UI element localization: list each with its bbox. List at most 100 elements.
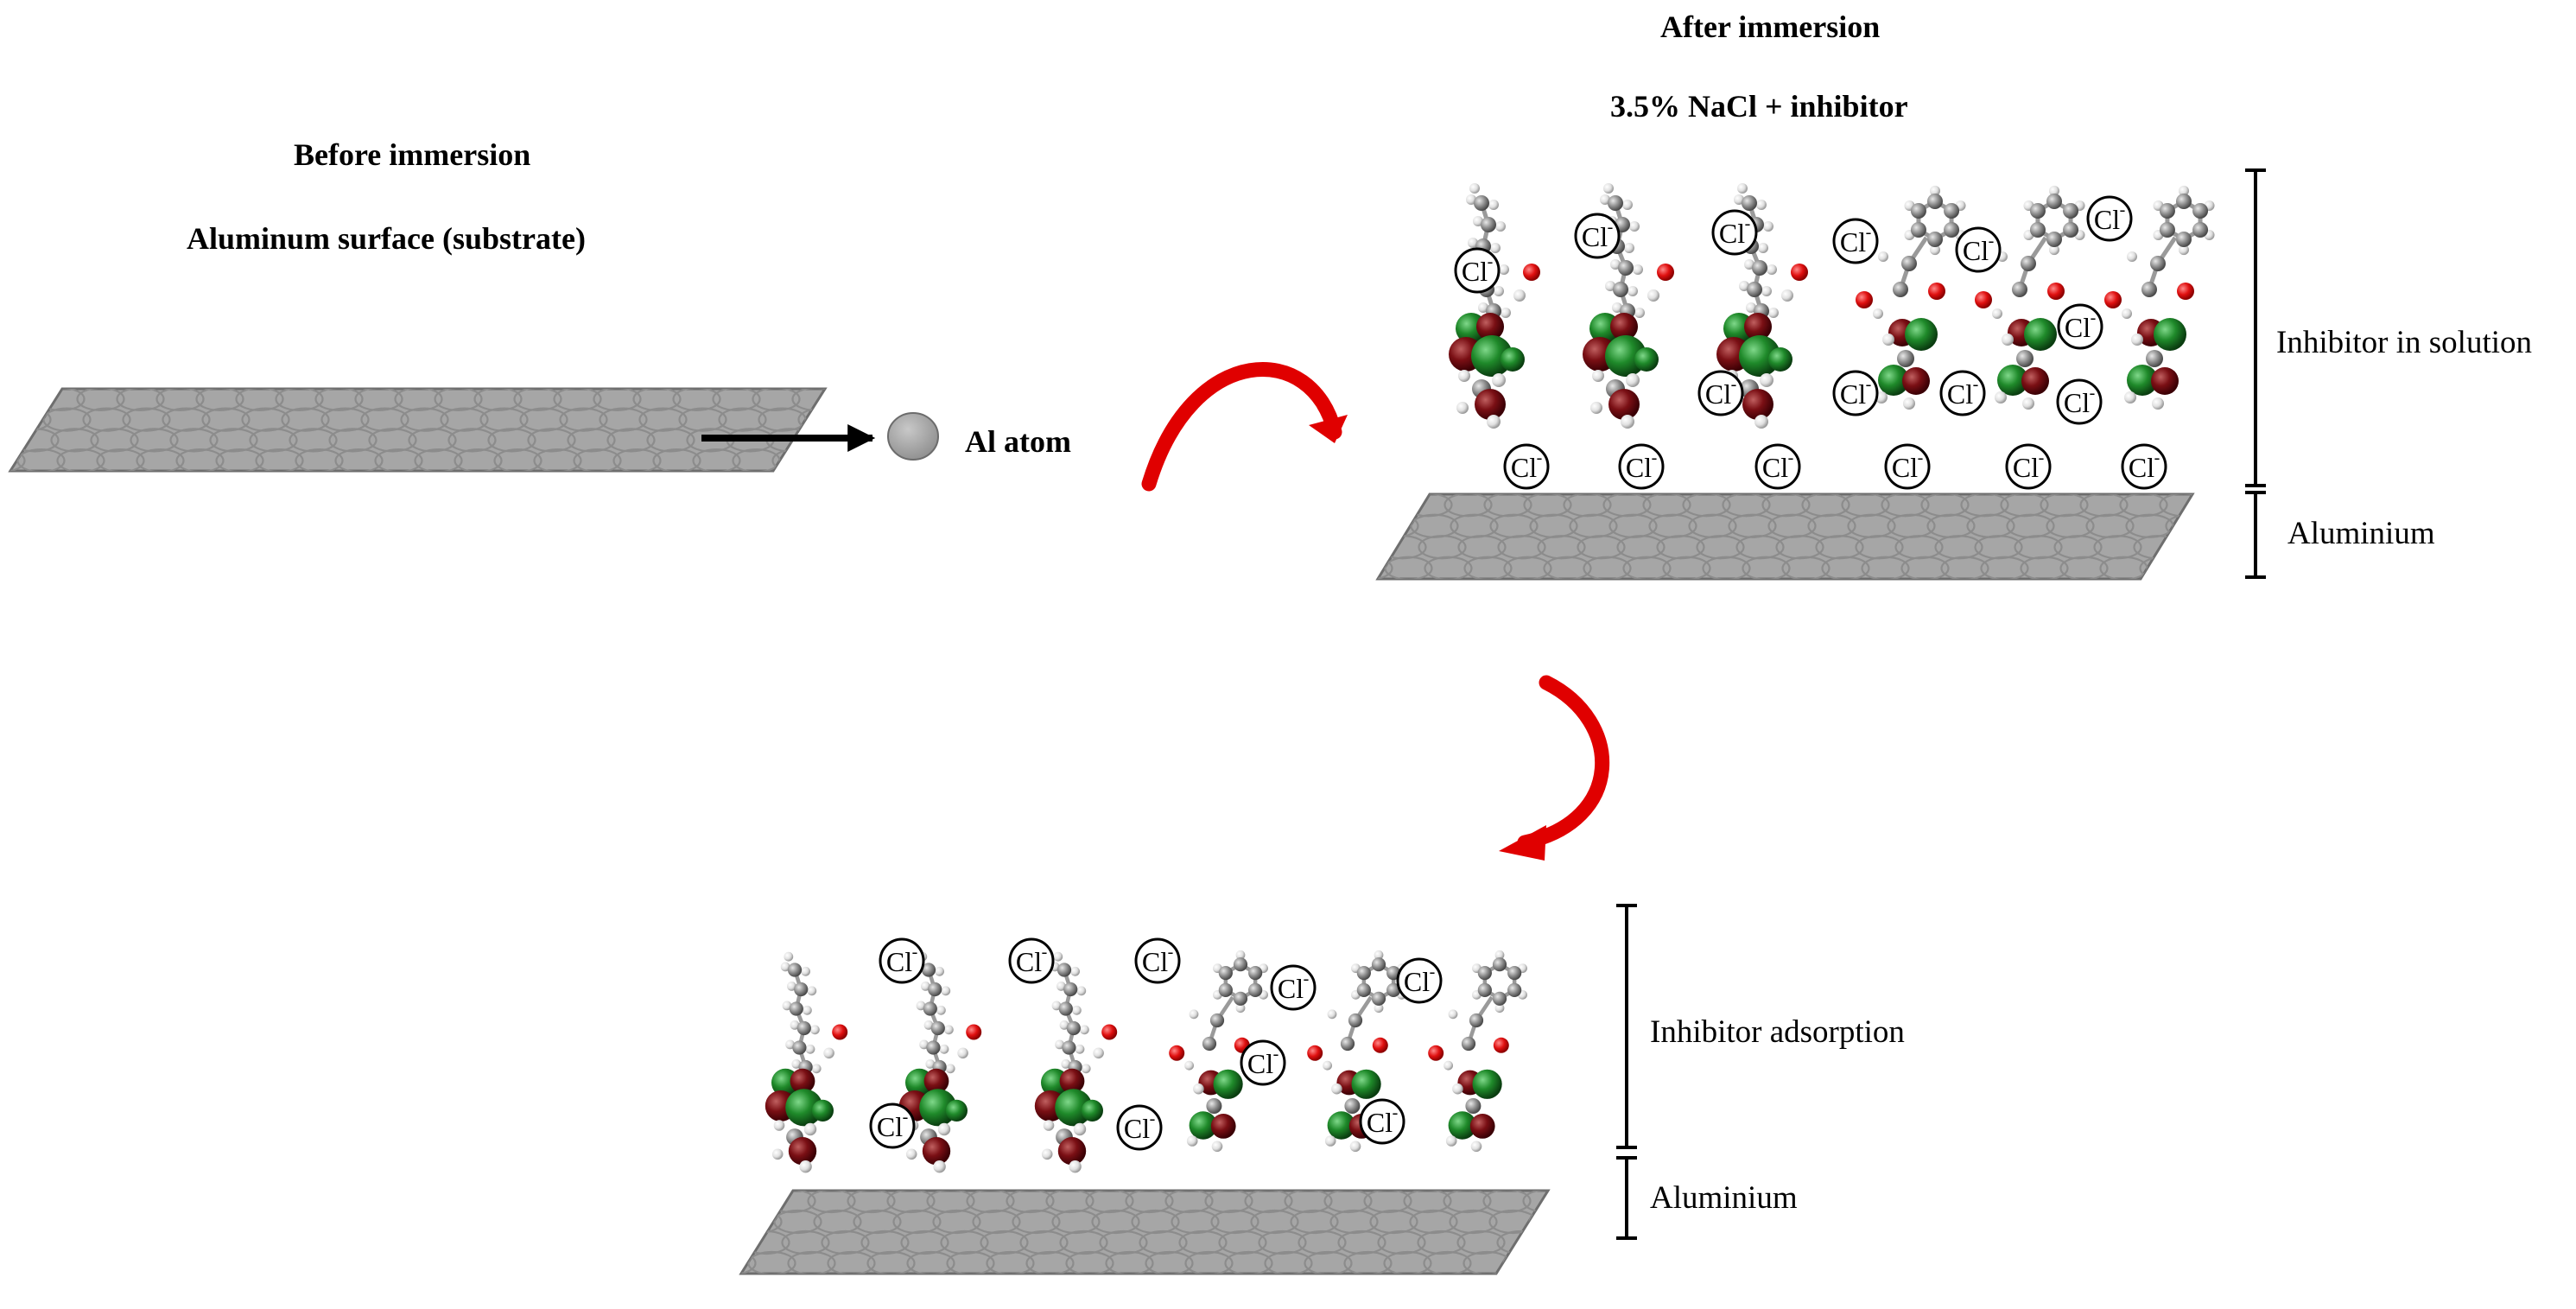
svg-text:Cl: Cl — [1124, 1113, 1150, 1144]
svg-text:Cl: Cl — [2094, 204, 2120, 235]
svg-text:Cl: Cl — [1840, 226, 1866, 257]
svg-text:-: - — [1973, 375, 1979, 394]
svg-text:Cl: Cl — [877, 1111, 903, 1142]
svg-text:-: - — [1989, 232, 1995, 251]
svg-text:-: - — [1731, 375, 1737, 394]
chloride-ion-top-6: Cl- — [2086, 195, 2133, 242]
chloride-ion-bottom-18: Cl- — [879, 937, 925, 984]
al-atom — [887, 412, 939, 461]
svg-text:-: - — [2091, 308, 2097, 327]
svg-text:Cl: Cl — [1582, 221, 1608, 252]
svg-text:-: - — [1430, 963, 1436, 982]
inhibitor-molecule-bottom-b3 — [1428, 950, 1527, 1153]
svg-text:-: - — [1304, 969, 1310, 988]
svg-text:Cl: Cl — [1511, 452, 1537, 483]
process-arrow-1 — [1141, 362, 1348, 492]
nacl-inhibitor-subheading: 3.5% NaCl + inhibitor — [1610, 89, 1908, 124]
chloride-ion-bottom-25: Cl- — [1116, 1104, 1163, 1151]
chloride-ion-bottom-26: Cl- — [1359, 1098, 1405, 1145]
svg-text:-: - — [1866, 223, 1872, 242]
inhibitor-molecule-top-a2 — [1583, 183, 1674, 429]
svg-text:-: - — [2090, 384, 2096, 403]
svg-text:Cl: Cl — [1016, 946, 1042, 977]
aluminium-bottom-label: Aluminium — [1650, 1180, 1798, 1216]
inhibitor-molecule-bottom-a3 — [1034, 951, 1118, 1173]
svg-text:Cl: Cl — [1705, 378, 1731, 410]
svg-text:-: - — [1042, 943, 1048, 962]
inhibitor-molecule-top-b1 — [1856, 185, 1966, 410]
svg-text:-: - — [903, 1108, 909, 1127]
al-atom-label: Al atom — [965, 424, 1071, 459]
chloride-ion-top-9: Cl- — [1832, 370, 1879, 416]
chloride-ion-bottom-20: Cl- — [1134, 937, 1181, 984]
bracket-inhibitor-in-solution — [2245, 168, 2266, 487]
inhibitor-molecule-top-b3 — [2104, 185, 2215, 410]
svg-text:Cl: Cl — [1762, 452, 1788, 483]
chloride-ion-top-7: Cl- — [2057, 303, 2103, 350]
inhibitor-in-solution-label: Inhibitor in solution — [2276, 325, 2532, 360]
chloride-ion-top-17: Cl- — [2121, 443, 2167, 490]
aluminium-surface-after-immersion — [1375, 492, 2195, 581]
bracket-inhibitor-adsorption — [1616, 904, 1637, 1149]
chloride-ion-top-14: Cl- — [1754, 443, 1801, 490]
svg-text:-: - — [1866, 375, 1872, 394]
svg-text:-: - — [1150, 1109, 1156, 1128]
aluminium-surface-adsorbed — [739, 1189, 1551, 1275]
chloride-ion-top-5: Cl- — [1955, 226, 2002, 273]
svg-text:-: - — [1273, 1045, 1279, 1064]
svg-text:-: - — [912, 943, 918, 962]
chloride-ion-bottom-22: Cl- — [1396, 957, 1443, 1004]
inhibitor-molecule-top-b2 — [1975, 185, 2085, 410]
bracket-aluminium-bottom — [1616, 1156, 1637, 1240]
svg-text:Cl: Cl — [1719, 218, 1745, 249]
inhibitor-molecule-bottom-a2 — [898, 951, 982, 1173]
svg-text:-: - — [1168, 943, 1174, 962]
chloride-ion-top-13: Cl- — [1618, 443, 1665, 490]
chloride-ion-top-8: Cl- — [1697, 370, 1744, 416]
svg-text:Cl: Cl — [1963, 235, 1989, 266]
svg-text:-: - — [1488, 252, 1494, 271]
svg-text:Cl: Cl — [1142, 946, 1168, 977]
inhibitor-molecule-bottom-b2 — [1307, 950, 1406, 1153]
svg-text:Cl: Cl — [2013, 452, 2039, 483]
svg-text:Cl: Cl — [2065, 312, 2091, 343]
aluminum-surface-substrate — [8, 387, 828, 473]
chloride-ion-top-15: Cl- — [1884, 443, 1931, 490]
chloride-ion-top-16: Cl- — [2005, 443, 2052, 490]
svg-text:Cl: Cl — [1840, 378, 1866, 410]
svg-text:-: - — [1393, 1103, 1399, 1122]
svg-text:Cl: Cl — [1626, 452, 1652, 483]
aluminium-top-label: Aluminium — [2287, 516, 2435, 551]
svg-text:Cl: Cl — [1367, 1107, 1393, 1138]
chloride-ions-layer: Cl-Cl-Cl-Cl-Cl-Cl-Cl-Cl-Cl-Cl-Cl-Cl-Cl-C… — [869, 195, 2167, 1151]
chloride-ion-bottom-19: Cl- — [1008, 937, 1055, 984]
chloride-ion-top-12: Cl- — [1503, 443, 1550, 490]
chloride-ion-top-11: Cl- — [2056, 378, 2103, 425]
inhibitor-molecule-bottom-b1 — [1169, 950, 1268, 1153]
svg-text:Cl: Cl — [1404, 966, 1430, 997]
svg-text:-: - — [1918, 448, 1924, 467]
svg-text:-: - — [1745, 214, 1751, 233]
chloride-ion-bottom-24: Cl- — [869, 1102, 916, 1149]
svg-text:Cl: Cl — [1947, 378, 1973, 410]
svg-text:Cl: Cl — [1278, 973, 1304, 1004]
svg-text:-: - — [1608, 218, 1614, 237]
chloride-ion-top-1: Cl- — [1454, 247, 1501, 294]
bracket-aluminium-top — [2245, 491, 2266, 579]
svg-text:-: - — [1537, 448, 1543, 467]
svg-text:-: - — [2154, 448, 2160, 467]
svg-text:Cl: Cl — [1892, 452, 1918, 483]
chloride-ion-top-3: Cl- — [1711, 209, 1758, 256]
chloride-ion-bottom-23: Cl- — [1240, 1039, 1286, 1086]
process-arrow-2 — [1499, 675, 1610, 861]
inhibitor-molecule-top-a1 — [1449, 183, 1540, 429]
svg-text:Cl: Cl — [2129, 452, 2154, 483]
inhibitor-molecule-bottom-a1 — [765, 951, 848, 1173]
before-immersion-heading: Before immersion — [294, 137, 531, 172]
aluminium-surface-layer — [8, 387, 2195, 1275]
svg-text:Cl: Cl — [2064, 387, 2090, 418]
chloride-ion-top-2: Cl- — [1574, 213, 1621, 259]
after-immersion-heading: After immersion — [1660, 10, 1881, 44]
svg-text:-: - — [1652, 448, 1658, 467]
